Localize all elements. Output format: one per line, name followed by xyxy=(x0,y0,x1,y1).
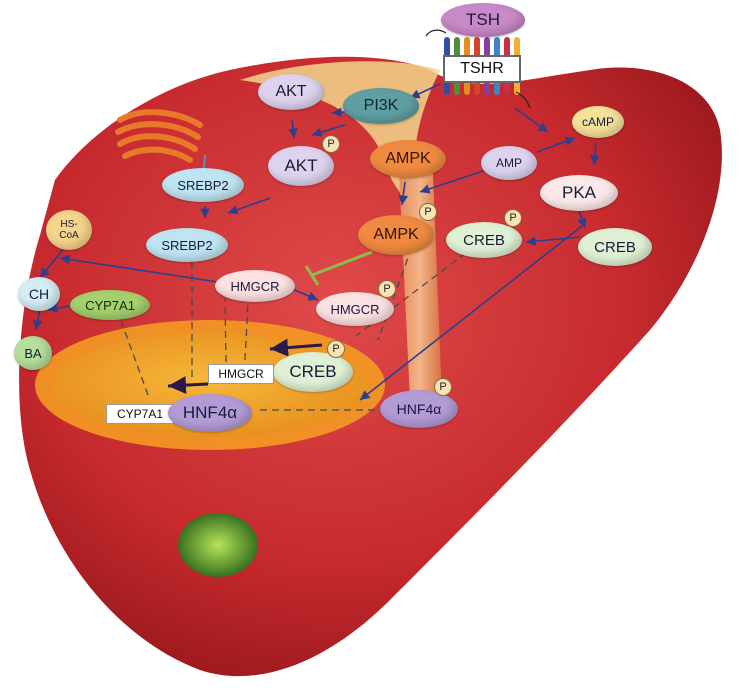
hmgcr-label: HMGCR xyxy=(230,278,280,294)
pka-label: PKA xyxy=(561,183,597,202)
cyp7a1-gene-box: CYP7A1 xyxy=(106,404,174,424)
ampk-label: AMPK xyxy=(385,150,431,167)
hnf4a-phospho-node: HNF4α xyxy=(380,390,458,428)
gallbladder xyxy=(178,513,258,577)
srebp2-label: SREBP2 xyxy=(177,177,229,193)
hmgcr-gene-label: HMGCR xyxy=(218,367,264,381)
creb-phospho-badge: P xyxy=(504,209,522,227)
ampk-phospho-node: AMPK xyxy=(358,215,434,255)
akt-phospho-node: AKT xyxy=(268,146,334,186)
amp-node: AMP xyxy=(481,146,537,180)
arrows-nuclear xyxy=(167,338,323,395)
pi3k-label: PI3K xyxy=(363,97,399,114)
creb-node: CREB xyxy=(578,228,652,266)
camp-node: cAMP xyxy=(572,106,624,138)
tsh-label: TSH xyxy=(466,10,500,29)
arrows-solid xyxy=(32,83,600,401)
cyp7a1-label: CYP7A1 xyxy=(85,297,135,313)
ampk-phospho-label: AMPK xyxy=(373,226,419,243)
creb-nucleus-label: CREB xyxy=(289,362,337,381)
tshr-box: TSHR xyxy=(443,55,521,83)
creb-nucleus-phospho-badge: P xyxy=(327,340,345,358)
cyp7a1-gene-label: CYP7A1 xyxy=(116,407,164,421)
ampk-inhibits-hmgcr xyxy=(304,250,373,286)
cyp7a1-node: CYP7A1 xyxy=(70,290,150,320)
akt-node: AKT xyxy=(258,74,324,110)
tsh-node: TSH xyxy=(441,3,525,37)
hmgcr-node: HMGCR xyxy=(215,270,295,302)
tsh-tether-left xyxy=(425,29,447,37)
srebp2-cleaved-label: SREBP2 xyxy=(161,237,213,253)
hnf4a-nucleus-node: HNF4α xyxy=(168,394,252,432)
hnf4a-nucleus-label: HNF4α xyxy=(182,403,238,422)
akt-phospho-label: AKT xyxy=(284,156,318,175)
tshr-label: TSHR xyxy=(460,60,504,77)
pi3k-node: PI3K xyxy=(343,88,419,124)
creb-nucleus-node: CREB xyxy=(273,352,353,392)
akt-label: AKT xyxy=(275,83,307,100)
ba-node: BA xyxy=(14,336,52,370)
hmgcr-phospho-badge: P xyxy=(378,280,396,298)
creb-label: CREB xyxy=(594,238,636,256)
hnf4a-phospho-badge: P xyxy=(434,378,452,396)
creb-phospho-node: CREB xyxy=(446,222,522,258)
ch-label: CH xyxy=(28,286,50,302)
ch-node: CH xyxy=(18,277,60,311)
hmgcr-phospho-node: HMGCR xyxy=(316,292,394,326)
hs-coa-node: HS- CoA xyxy=(46,210,92,250)
amp-label: AMP xyxy=(495,156,522,170)
camp-label: cAMP xyxy=(581,115,614,129)
golgi-apparatus xyxy=(115,109,203,163)
ampk-node: AMPK xyxy=(370,140,446,178)
hmgcr-gene-box: HMGCR xyxy=(208,364,274,384)
hmgcr-phospho-label: HMGCR xyxy=(330,301,380,317)
hnf4a-phospho-label: HNF4α xyxy=(396,401,442,417)
ba-label: BA xyxy=(24,345,42,361)
pka-node: PKA xyxy=(540,175,618,211)
srebp2-node: SREBP2 xyxy=(162,168,244,202)
akt-phospho-badge: P xyxy=(322,135,340,153)
tsh-tether-right xyxy=(515,91,531,109)
srebp2-cleaved-node: SREBP2 xyxy=(146,228,228,262)
ampk-phospho-badge: P xyxy=(419,203,437,221)
creb-phospho-label: CREB xyxy=(463,231,505,249)
hs-coa-label: HS- CoA xyxy=(59,219,79,241)
